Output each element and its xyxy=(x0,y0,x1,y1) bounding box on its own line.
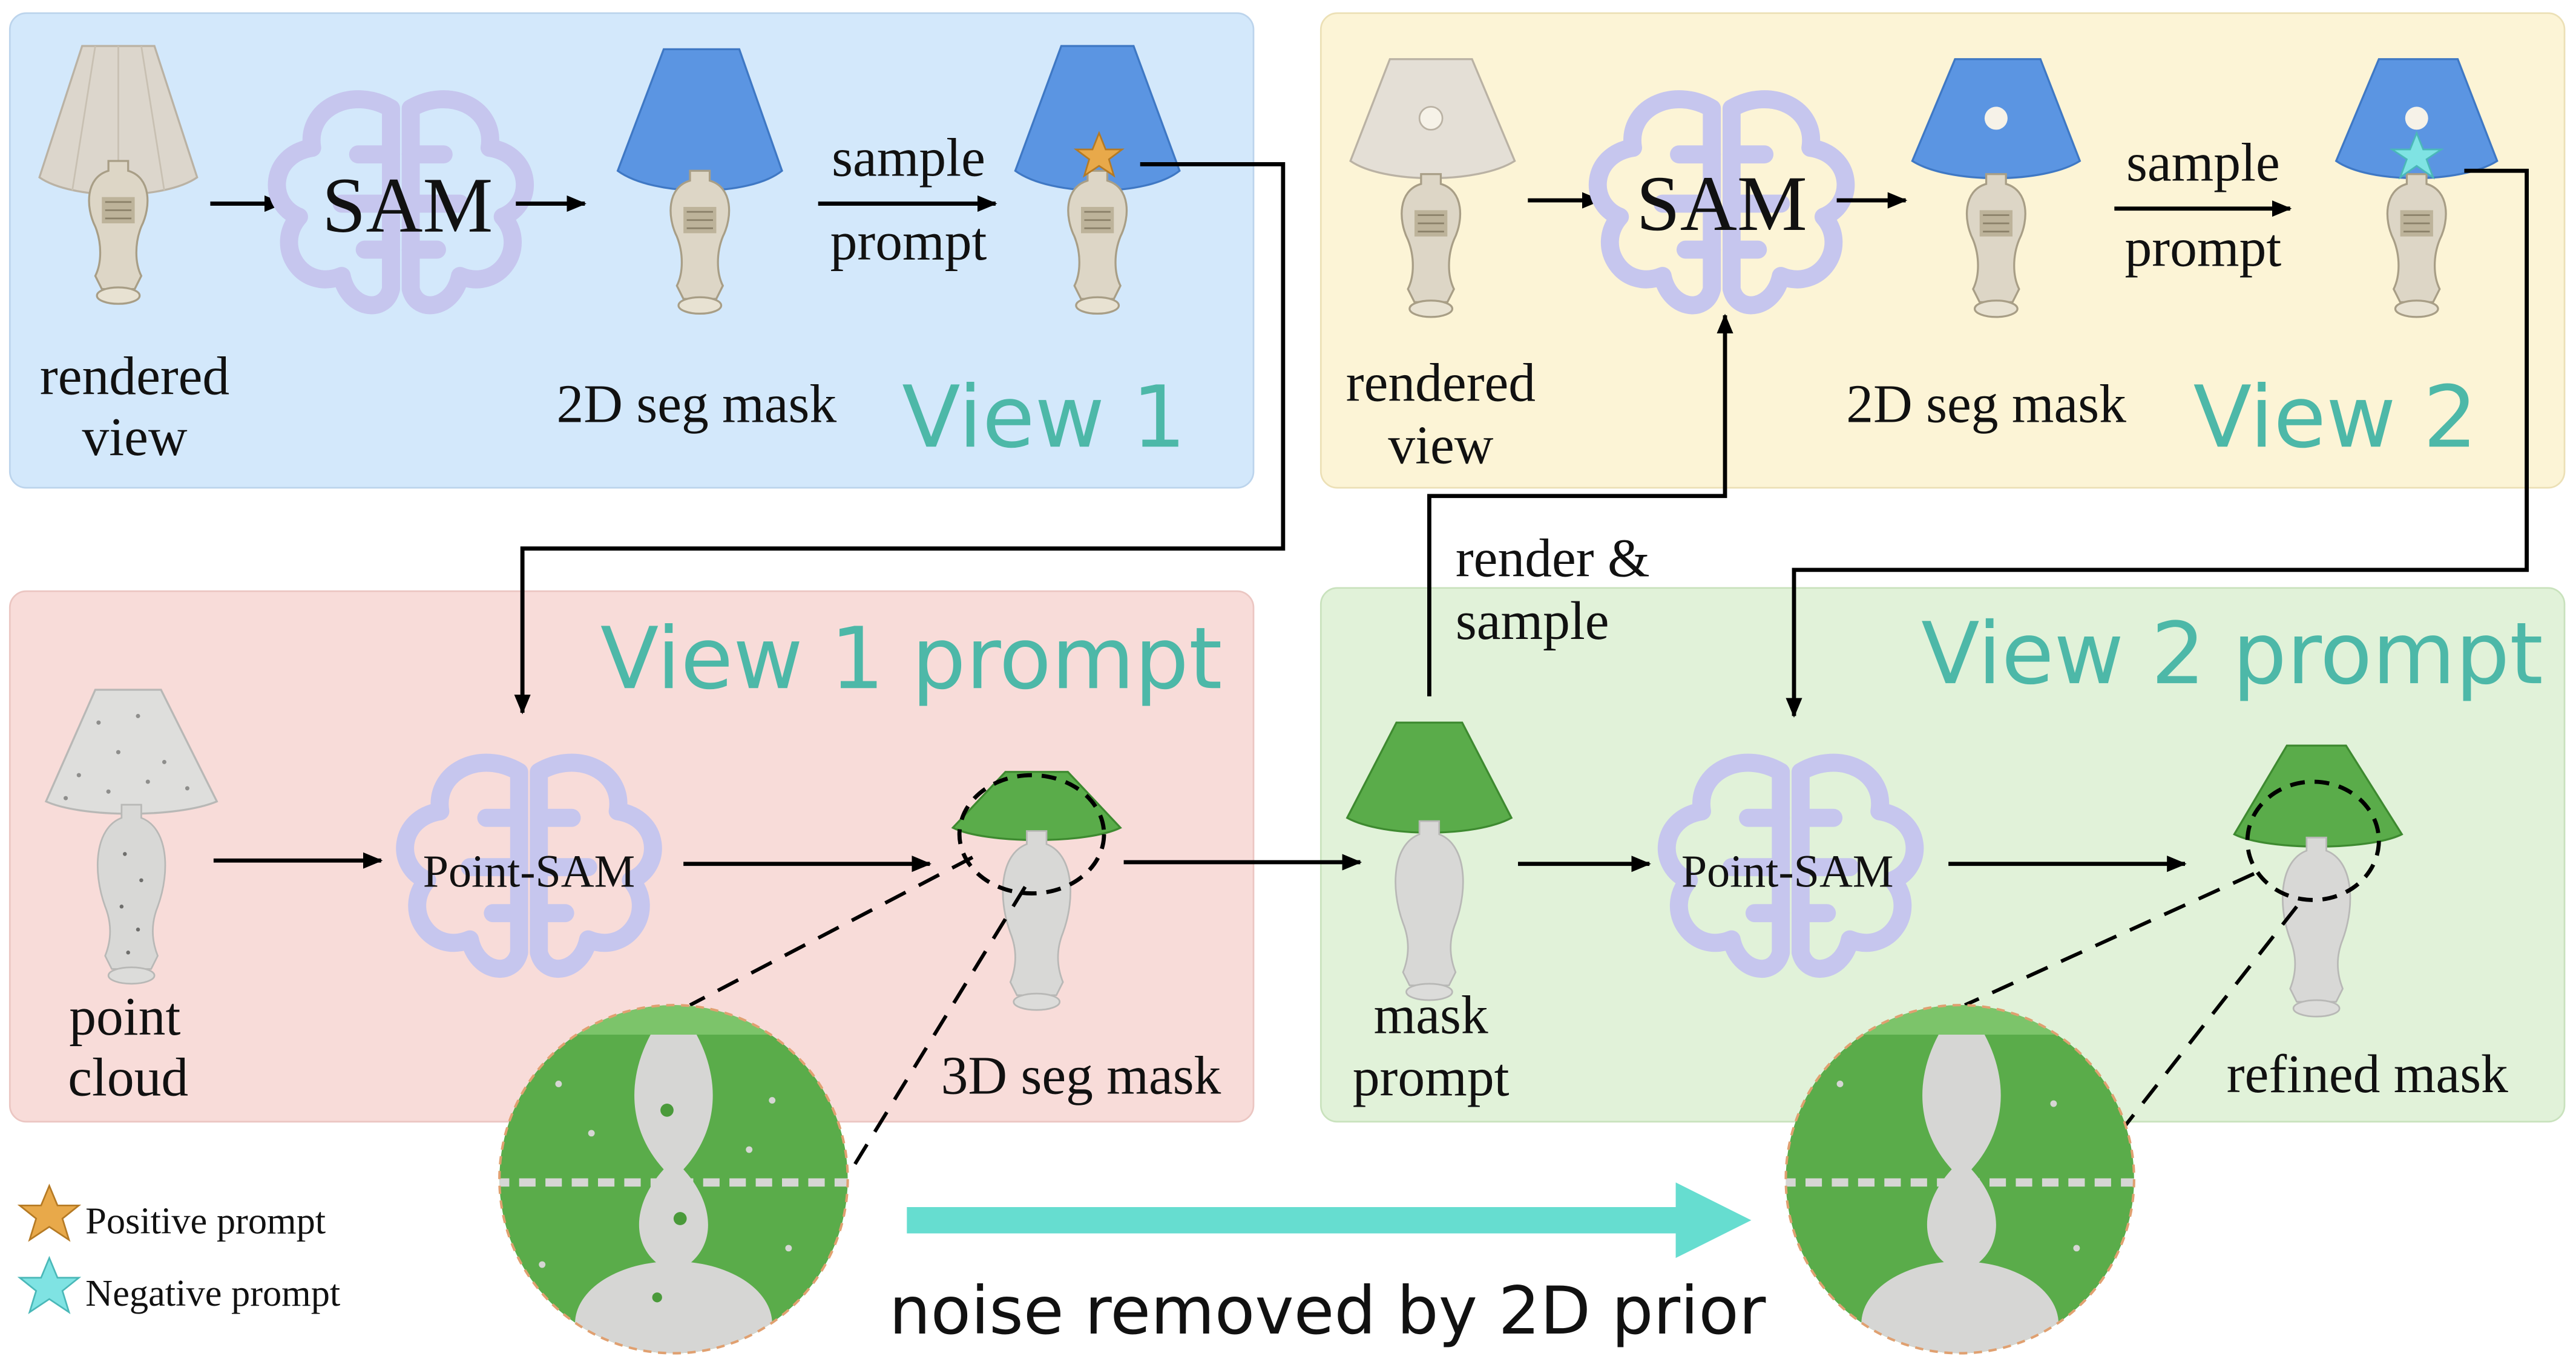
sam-label-2: SAM xyxy=(1636,160,1807,247)
arrow-render-sample-up xyxy=(1427,313,1733,696)
legend-positive-label: Positive prompt xyxy=(85,1199,326,1242)
refined-mask-label: refined mask xyxy=(2227,1044,2508,1104)
view1-prompt-lamp xyxy=(1014,45,1181,315)
view2-mask-label: 2D seg mask xyxy=(1846,375,2126,434)
view2-rendered-label-2: view xyxy=(1388,415,1493,475)
connector-view2-to-prompt2 xyxy=(1786,168,2529,718)
view2-mask-lamp xyxy=(1911,58,2082,318)
legend-negative-label: Negative prompt xyxy=(85,1272,340,1314)
view2-rendered-label-1: rendered xyxy=(1346,353,1536,413)
render-sample-label-1: render & xyxy=(1456,529,1650,589)
view2-sample-label-1: sample xyxy=(2126,133,2280,193)
zoom-line-1b xyxy=(846,886,1027,1177)
pointsam-label-1: Point-SAM xyxy=(423,846,636,897)
view2-prompt-lamp xyxy=(2334,58,2499,318)
sam-label-1: SAM xyxy=(322,162,493,249)
negative-star-legend-icon xyxy=(17,1255,82,1314)
mask-prompt-label-1: mask xyxy=(1374,985,1488,1045)
connector-view1-to-prompt1 xyxy=(514,162,1286,715)
positive-star-legend-icon xyxy=(17,1183,82,1242)
negative-star-icon-view2 xyxy=(2389,131,2444,180)
view1-rendered-label-1: rendered xyxy=(40,346,229,406)
view1-rendered-lamp xyxy=(38,45,199,305)
noise-removed-arrow xyxy=(907,1182,1752,1259)
positive-star-icon-view1 xyxy=(1073,131,1125,178)
view2-rendered-lamp xyxy=(1349,58,1516,318)
zoom-circle-noisy xyxy=(498,1004,849,1355)
mask-prompt-label-2: prompt xyxy=(1353,1047,1510,1107)
view1-sample-label-1: sample xyxy=(832,128,985,188)
point-cloud-label-1: point xyxy=(69,987,180,1047)
zoom-line-1a xyxy=(689,856,974,1007)
view1-sample-label-2: prompt xyxy=(830,212,987,272)
zoom-ring-prompt1 xyxy=(957,773,1106,895)
view1-rendered-label-2: view xyxy=(82,407,188,467)
view2-title: View 2 xyxy=(2193,368,2478,467)
point-cloud-label-2: cloud xyxy=(68,1047,188,1107)
prompt1-title: View 1 prompt xyxy=(600,609,1223,709)
point-cloud-lamp xyxy=(44,689,218,985)
view1-mask-lamp xyxy=(616,48,783,315)
zoom-line-2a xyxy=(1964,872,2255,1007)
prompt1-output-label: 3D seg mask xyxy=(941,1046,1221,1106)
view1-title: View 1 xyxy=(902,368,1186,467)
render-sample-label-2: sample xyxy=(1456,591,1609,651)
zoom-line-2b xyxy=(2118,905,2298,1134)
pointsam-label-2: Point-SAM xyxy=(1681,846,1894,897)
noise-removed-caption: noise removed by 2D prior xyxy=(889,1272,1766,1349)
view2-sample-label-2: prompt xyxy=(2125,218,2282,278)
view1-mask-label: 2D seg mask xyxy=(557,375,837,434)
prompt2-title: View 2 prompt xyxy=(1921,604,2543,704)
mask-prompt-lamp xyxy=(1346,721,1513,1001)
